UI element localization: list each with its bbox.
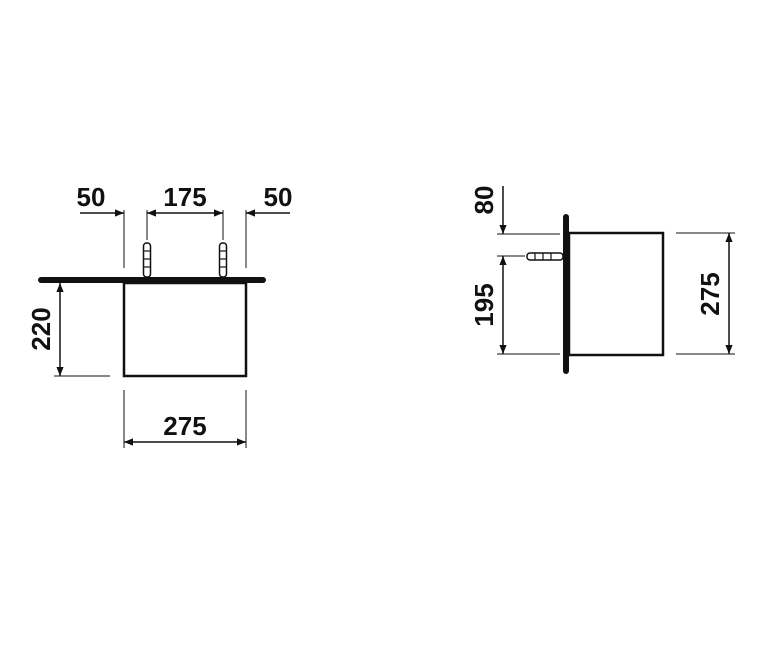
front-view: 50 175 50 220 275 bbox=[26, 182, 292, 448]
side-view: 80 195 275 bbox=[469, 186, 735, 374]
side-wall-plate bbox=[563, 214, 569, 374]
front-bolt-left bbox=[142, 242, 152, 278]
dim-label-right-offset: 50 bbox=[264, 182, 293, 212]
dim-label-depth: 275 bbox=[695, 272, 725, 315]
front-top-plate bbox=[38, 277, 266, 283]
side-cabinet-body bbox=[567, 231, 665, 357]
front-cabinet-body bbox=[122, 281, 248, 378]
dim-label-width: 275 bbox=[163, 411, 206, 441]
dim-label-bolt-spacing: 175 bbox=[163, 182, 206, 212]
dim-label-height: 220 bbox=[26, 307, 56, 350]
dim-label-bolt-height: 195 bbox=[469, 283, 499, 326]
dim-label-top-offset: 80 bbox=[469, 186, 499, 215]
front-bolt-right bbox=[218, 242, 228, 278]
dim-label-left-offset: 50 bbox=[77, 182, 106, 212]
side-bolt bbox=[526, 252, 564, 261]
